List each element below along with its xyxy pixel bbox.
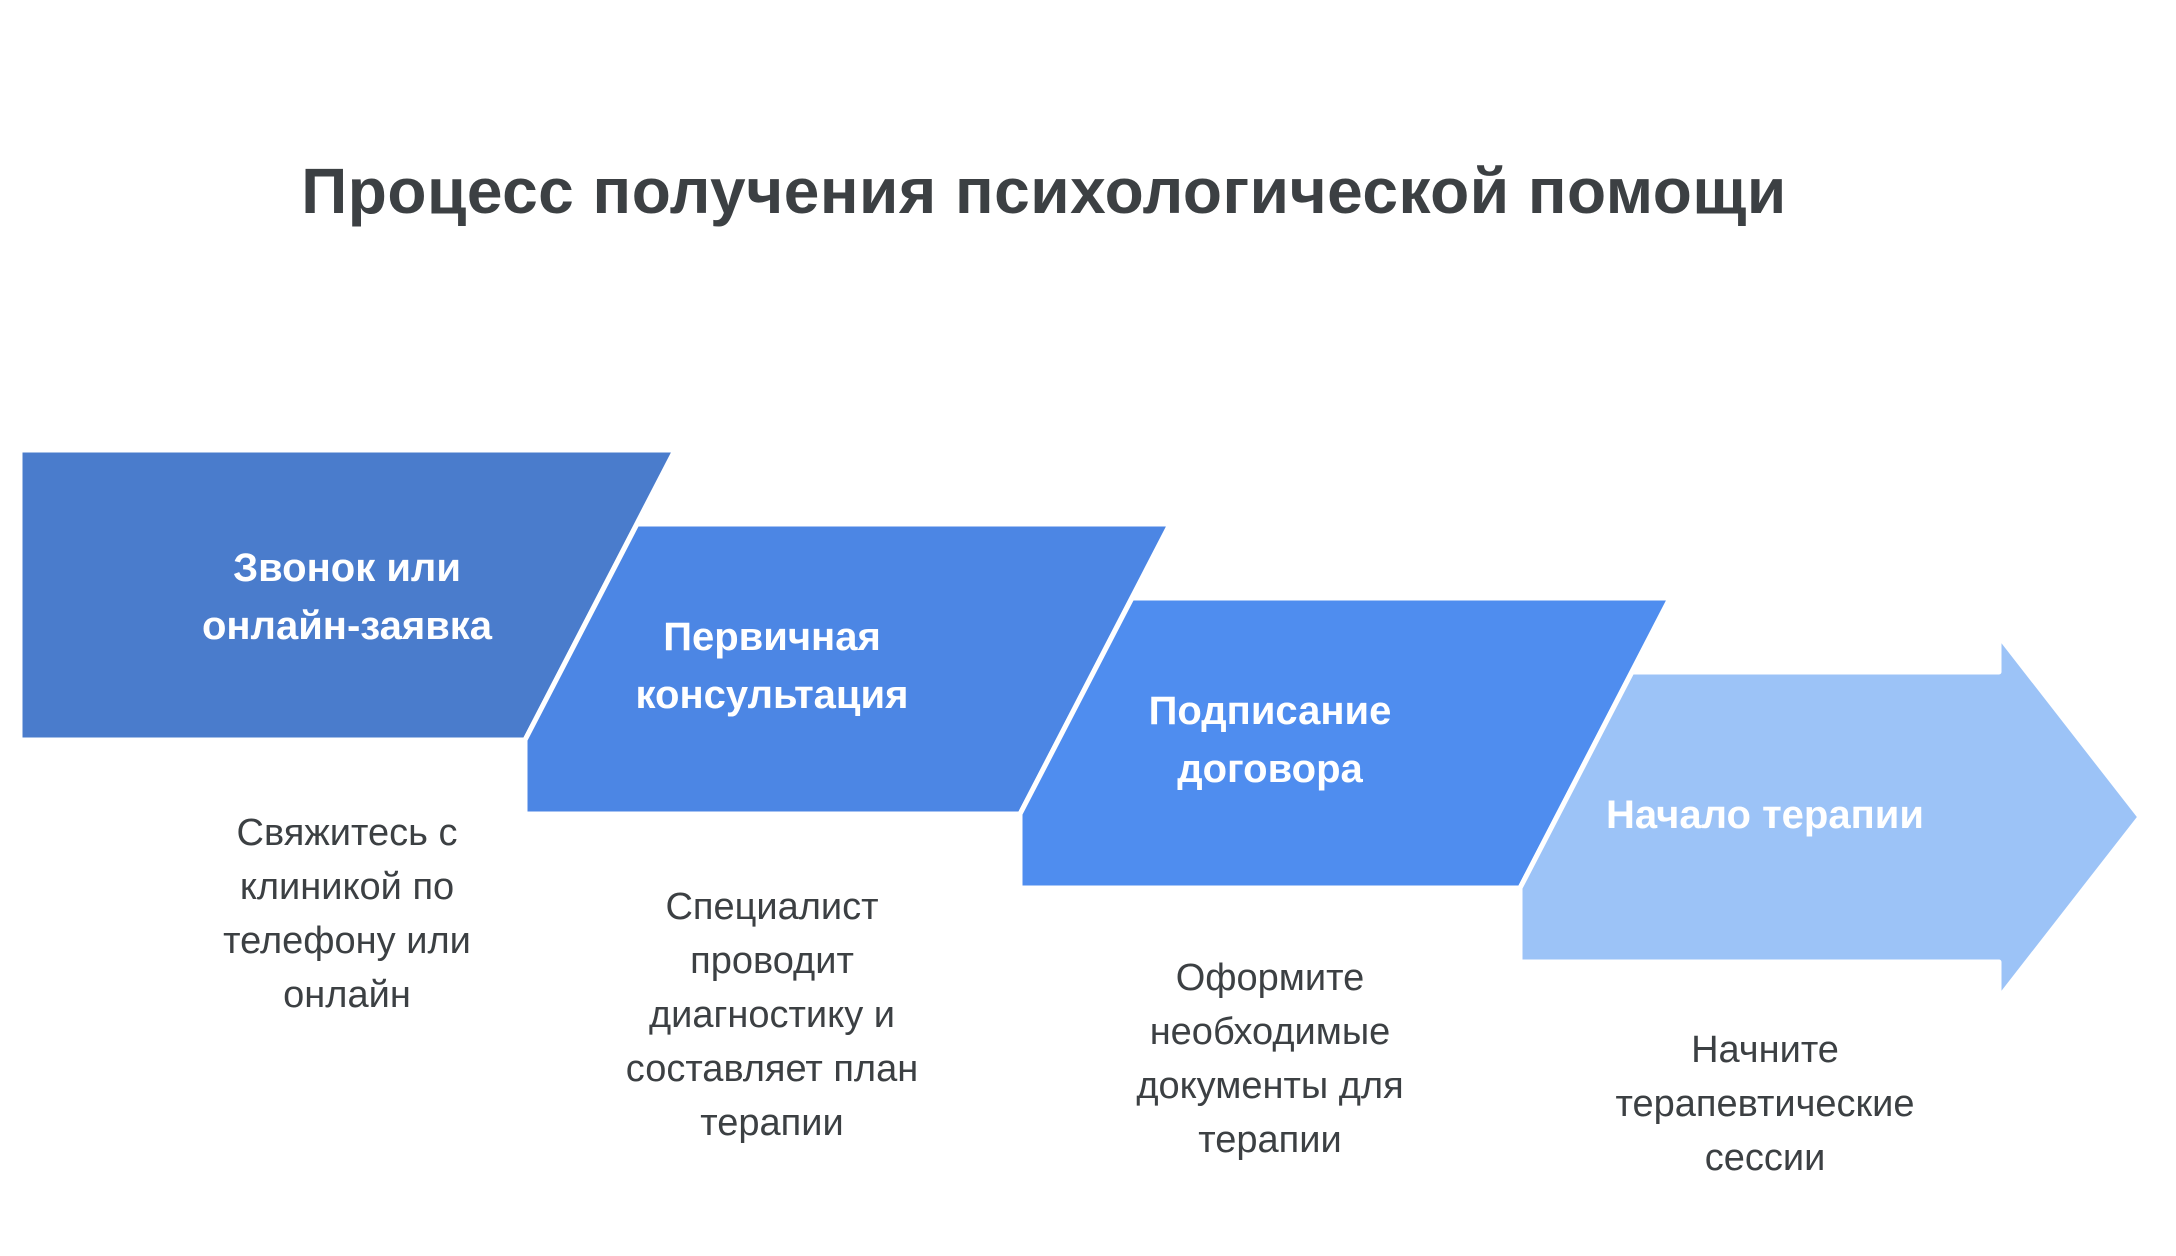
step-1-description: Свяжитесь с клиникой по телефону или онл… xyxy=(223,812,471,1016)
step-2-shape xyxy=(522,521,1173,817)
step-3-label: Подписание договора xyxy=(1148,689,1392,791)
step-2-label: Первичная консультация xyxy=(635,615,909,717)
step-2-description: Специалист проводит диагностику и состав… xyxy=(625,886,919,1144)
step-1-label: Звонок или онлайн-заявка xyxy=(201,546,493,648)
step-3-shape xyxy=(1017,595,1673,891)
step-3-description: Оформите необходимые документы для терап… xyxy=(1136,957,1404,1161)
step-4-arrow-shape xyxy=(1517,633,2143,1001)
page-title: Процесс получения психологической помощи xyxy=(301,155,1787,227)
step-4-description: Начните терапевтические сессии xyxy=(1615,1029,1915,1179)
step-4-label: Начало терапии xyxy=(1606,793,1924,837)
